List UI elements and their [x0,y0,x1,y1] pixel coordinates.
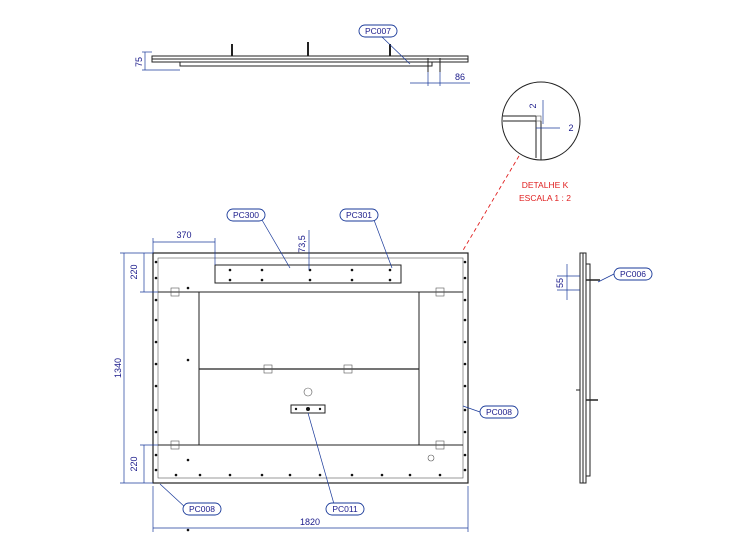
mounting-hole [154,362,158,366]
tag-pc007: PC007 [365,26,391,36]
mounting-hole [154,276,158,280]
dim-detail-vertical: 2 [528,103,538,108]
tag-pc011: PC011 [332,504,358,514]
tag-pc008-left: PC008 [189,504,215,514]
mounting-hole [260,473,264,477]
mounting-hole [463,260,467,264]
mounting-hole [463,318,467,322]
mounting-hole [260,278,264,282]
mounting-hole [350,268,354,272]
mounting-hole [308,278,312,282]
detail-title: DETALHE K [522,180,569,190]
mounting-hole [186,286,190,290]
front-view [152,252,469,532]
top-view: 75 86 PC007 [134,24,470,86]
mounting-hole [186,528,190,532]
dim-bracket-offset: 73,5 [297,235,307,253]
mounting-hole [186,458,190,462]
dim-top-height: 75 [134,57,144,67]
mounting-hole [154,384,158,388]
mounting-hole [380,473,384,477]
dim-top-strip: 220 [129,264,139,279]
mounting-hole [463,453,467,457]
mounting-hole [388,268,392,272]
mounting-hole [463,468,467,472]
mounting-hole [154,340,158,344]
mounting-hole [350,278,354,282]
mounting-hole [388,278,392,282]
detail-k: 2 2 DETALHE K ESCALA 1 : 2 [461,81,581,253]
mounting-hole [463,298,467,302]
part-tags: PC300 PC301 PC008 PC008 PC011 [159,208,519,516]
tag-pc006: PC006 [620,269,646,279]
dim-overall-width: 1820 [300,517,320,527]
mounting-hole [463,430,467,434]
dim-left-offset: 370 [176,230,191,240]
mounting-hole [318,473,322,477]
mounting-hole [228,278,232,282]
tag-pc007-box [358,24,398,38]
mounting-hole [260,268,264,272]
mounting-holes [154,260,467,532]
tag-pc008-right: PC008 [486,407,512,417]
dim-overall-height: 1340 [113,358,123,378]
mounting-hole [228,473,232,477]
mounting-hole [438,473,442,477]
bracket-square [170,287,180,297]
mounting-hole [463,276,467,280]
dim-top-offset: 86 [455,72,465,82]
mounting-hole [463,362,467,366]
tag-pc301: PC301 [346,210,372,220]
mounting-hole [154,468,158,472]
mounting-hole [154,298,158,302]
mounting-hole [174,473,178,477]
mounting-hole [463,340,467,344]
mounting-hole [463,384,467,388]
detail-scale: ESCALA 1 : 2 [519,193,571,203]
mounting-hole [228,268,232,272]
mounting-hole [350,473,354,477]
front-dimensions: 370 73,5 220 1340 220 1820 [113,230,469,532]
mounting-hole [463,408,467,412]
mounting-hole [408,473,412,477]
dim-detail-horizontal: 2 [568,123,573,133]
dim-bottom-strip: 220 [129,456,139,471]
mounting-hole [154,318,158,322]
tag-pc300: PC300 [233,210,259,220]
mounting-hole [154,260,158,264]
side-view: 55 PC006 [555,252,653,484]
mounting-hole [154,430,158,434]
dim-side-offset: 55 [555,278,565,288]
mounting-hole [198,473,202,477]
mounting-hole [154,408,158,412]
detail-leader [461,155,520,253]
mounting-hole [288,473,292,477]
mounting-hole [186,358,190,362]
mounting-hole [154,453,158,457]
